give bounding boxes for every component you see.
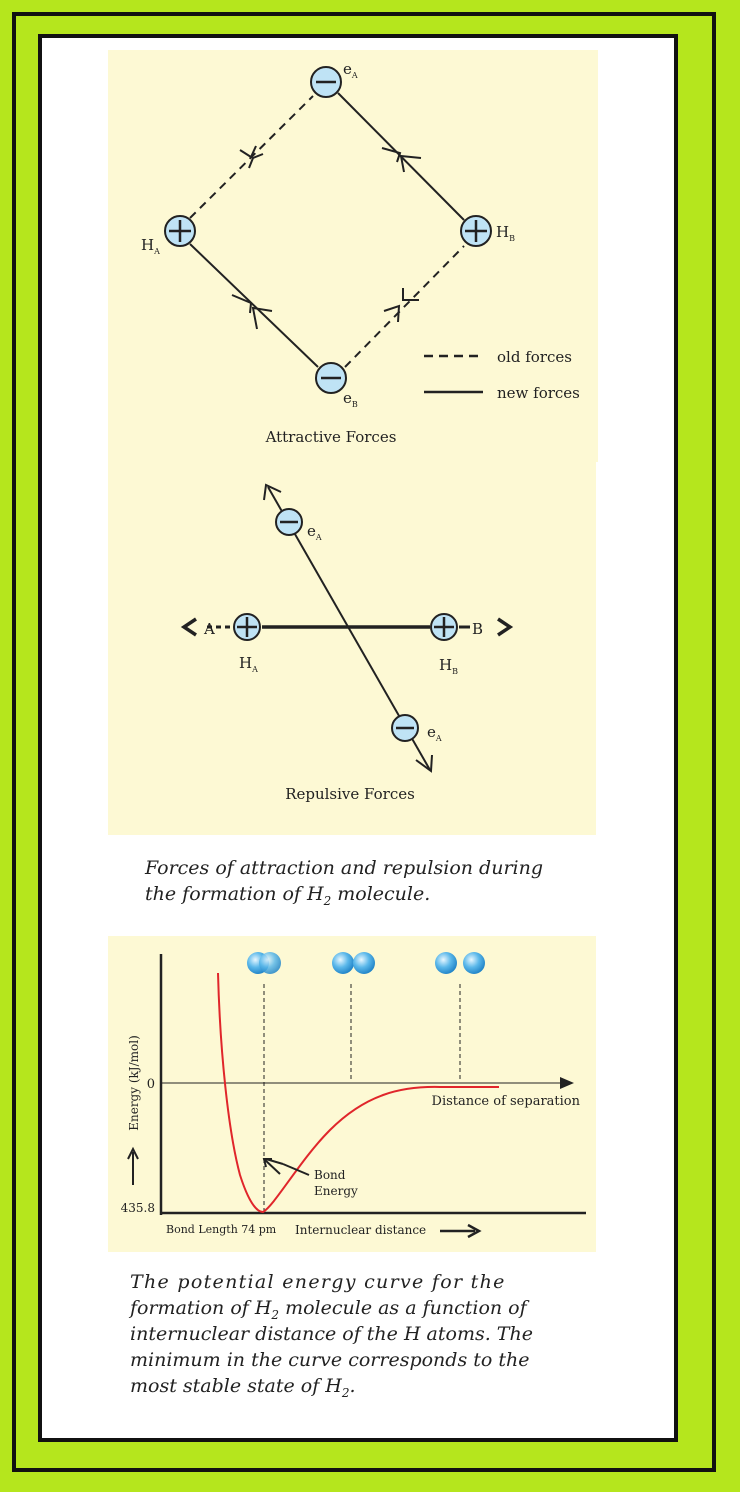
bond-length-label: Bond Length 74 pm: [166, 1223, 277, 1236]
graph-panel: [108, 936, 596, 1252]
electron-a-label: eA: [343, 60, 358, 80]
arrow-right-icon: [497, 617, 514, 637]
bond-energy-label-line1: Bond: [314, 1168, 346, 1182]
zero-line-arrow: [560, 1077, 574, 1089]
nucleus-a: [233, 613, 261, 641]
caption2-line4: minimum in the curve corresponds to the: [130, 1349, 529, 1371]
repulsive-title: Repulsive Forces: [285, 785, 415, 803]
overlapping-atoms-icon: [247, 952, 281, 974]
caption1-line1: Forces of attraction and repulsion durin…: [144, 857, 543, 879]
y-axis-label: Energy (kJ/mol): [127, 1035, 141, 1131]
nucleus-a-label: HA: [239, 654, 258, 674]
attractive-title: Attractive Forces: [265, 428, 397, 446]
legend-old-label: old forces: [497, 348, 572, 366]
arrow-left-icon: [180, 617, 197, 637]
repulsive-panel: [108, 462, 596, 835]
caption2-line3: internuclear distance of the H atoms. Th…: [130, 1323, 533, 1345]
nucleus-b: [460, 215, 492, 247]
touching-atoms-icon: [332, 952, 375, 974]
direction-a-label: A: [203, 620, 215, 638]
internuclear-label: Internuclear distance: [295, 1223, 426, 1237]
caption2-line1: The potential energy curve for the: [130, 1271, 506, 1293]
right-arrow-icon: [467, 1223, 482, 1239]
direction-b-label: B: [472, 620, 483, 638]
nucleus-b: [430, 613, 458, 641]
potential-energy-curve: [217, 972, 499, 1214]
electron-b: [315, 362, 347, 394]
electron-a: [310, 66, 342, 98]
new-force-line: [189, 243, 319, 368]
electron-top-label: eA: [307, 522, 322, 542]
electron-b-label: eB: [343, 389, 358, 409]
nucleus-a-label: HA: [141, 236, 160, 256]
nucleus-b-label: HB: [496, 223, 515, 243]
attractive-panel: [108, 50, 598, 462]
zero-tick: 0: [147, 1077, 155, 1092]
electron-bottom: [391, 714, 419, 742]
up-arrow-icon: [127, 1146, 139, 1160]
bond-energy-label-line2: Energy: [314, 1184, 358, 1198]
caption2-line5: most stable state of H2.: [130, 1375, 356, 1400]
nucleus-a: [164, 215, 196, 247]
nucleus-b-label: HB: [439, 656, 458, 676]
separated-atoms-icon: [435, 952, 485, 974]
legend-new-label: new forces: [497, 384, 580, 402]
caption2-line2: formation of H2 molecule as a function o…: [128, 1297, 530, 1322]
min-tick: 435.8: [121, 1201, 155, 1215]
old-force-line: [344, 245, 465, 368]
caption1-line2: the formation of H2 molecule.: [145, 883, 430, 908]
electron-top: [275, 508, 303, 536]
x-axis-label: Distance of separation: [432, 1094, 581, 1109]
electron-bottom-label: eA: [427, 723, 442, 743]
